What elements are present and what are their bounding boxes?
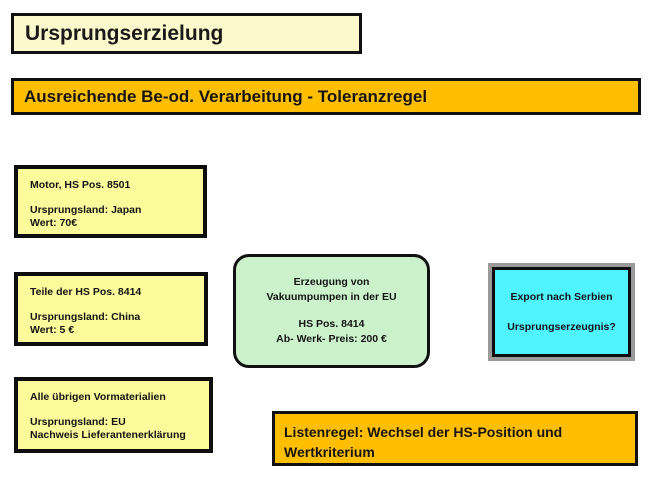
material-box-other: Alle übrigen Vormaterialien Ursprungslan… [14,377,213,453]
slide-title-box: Ursprungserzielung [11,13,362,54]
export-box-frame: Export nach Serbien Ursprungserzeugnis? [488,263,635,361]
process-line-2: Vakuumpumpen in der EU [266,291,397,304]
list-rule-line-2: Wertkriterium [284,444,375,461]
slide-subtitle-text: Ausreichende Be-od. Verarbeitung - Toler… [24,87,428,106]
spacer [30,298,204,312]
material-origin: Ursprungsland: EU [30,416,126,429]
export-destination: Export nach Serbien [510,290,613,303]
export-box: Export nach Serbien Ursprungserzeugnis? [492,267,631,357]
material-value: Wert: 5 € [30,324,75,337]
material-heading: Motor, HS Pos. 8501 [30,179,131,191]
export-question: Ursprungserzeugnis? [507,321,616,333]
material-box-parts: Teile der HS Pos. 8414 Ursprungsland: Ch… [14,272,208,346]
material-origin: Ursprungsland: Japan [30,204,142,217]
process-ex-works-price: Ab- Werk- Preis: 200 € [276,332,387,345]
material-origin: Ursprungsland: China [30,311,141,324]
list-rule-box: Listenregel: Wechsel der HS-Position und… [272,411,638,466]
list-rule-line-1: Listenregel: Wechsel der HS-Position und [284,424,563,440]
material-box-motor: Motor, HS Pos. 8501 Ursprungsland: Japan… [14,165,207,238]
material-value: Nachweis Lieferantenerklärung [30,429,186,442]
process-box: Erzeugung von Vakuumpumpen in der EU HS … [233,254,430,368]
process-line-1: Erzeugung von [293,276,370,289]
spacer [30,191,203,205]
material-heading: Alle übrigen Vormaterialien [30,391,166,403]
material-value: Wert: 70€ [30,217,78,230]
slide-title-text: Ursprungserzielung [25,22,224,45]
material-heading: Teile der HS Pos. 8414 [30,286,142,298]
process-hs-position: HS Pos. 8414 [298,318,365,330]
spacer [30,403,209,417]
slide-subtitle-banner: Ausreichende Be-od. Verarbeitung - Toler… [11,78,641,115]
